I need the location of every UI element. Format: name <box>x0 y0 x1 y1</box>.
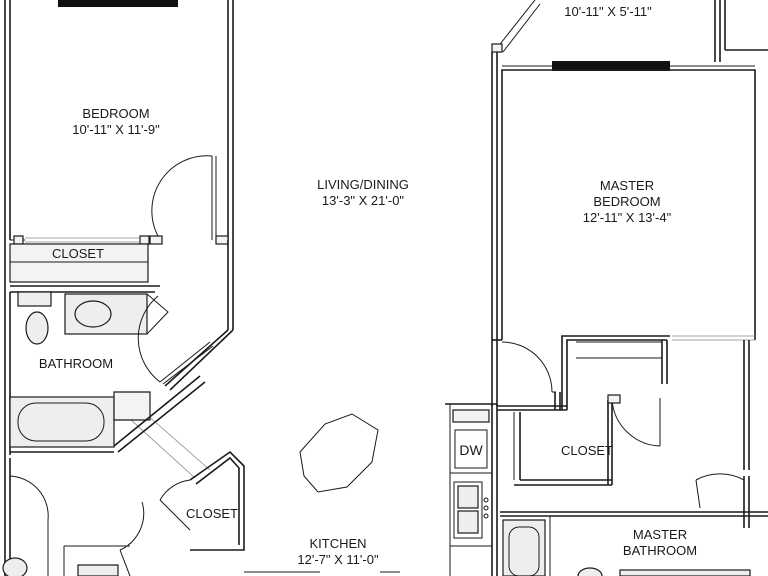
bedroom-closet <box>9 243 160 287</box>
hall-doors <box>2 458 145 576</box>
master-bathroom-name-1: MASTER <box>633 527 687 542</box>
kitchen-name: KITCHEN <box>309 536 366 551</box>
master-closet-walls <box>497 335 750 528</box>
master-bedroom-window <box>552 61 670 71</box>
center-partition <box>113 240 234 479</box>
master-bedroom-name-1: MASTER <box>600 178 654 193</box>
master-closet-label: CLOSET <box>561 443 613 458</box>
master-bedroom-walls <box>491 52 756 410</box>
dishwasher-label: DW <box>459 442 483 458</box>
hall-closet-label: CLOSET <box>186 506 238 521</box>
master-bedroom-name-2: BEDROOM <box>593 194 660 209</box>
dishwasher <box>454 429 488 469</box>
kitchen-counter-right <box>445 403 498 576</box>
bedroom-walls <box>4 0 234 576</box>
bathroom-name: BATHROOM <box>39 356 113 371</box>
bedroom-dims: 10'-11" X 11'-9" <box>72 122 160 137</box>
bedroom-door <box>149 155 217 245</box>
kitchen-island <box>299 413 379 493</box>
hall-closet <box>159 450 245 551</box>
bedroom-window <box>58 0 178 7</box>
living-dining-dims: 13'-3" X 21'-0" <box>322 193 405 208</box>
master-bathroom-name-2: BATHROOM <box>623 543 697 558</box>
kitchen-dims: 12'-7" X 11'-0" <box>297 552 379 567</box>
bedroom-closet-label: CLOSET <box>52 246 104 261</box>
master-bedroom-dims: 12'-11" X 13'-4" <box>583 210 672 225</box>
balcony-dims: 10'-11" X 5'-11" <box>564 4 652 19</box>
kitchen-sink <box>453 481 489 539</box>
bathroom-door <box>137 295 214 385</box>
living-dining-name: LIVING/DINING <box>317 177 409 192</box>
balcony-walls <box>491 0 768 62</box>
bathroom-walls <box>9 291 169 455</box>
bedroom-name: BEDROOM <box>82 106 149 121</box>
master-bath-fixtures <box>500 511 768 576</box>
